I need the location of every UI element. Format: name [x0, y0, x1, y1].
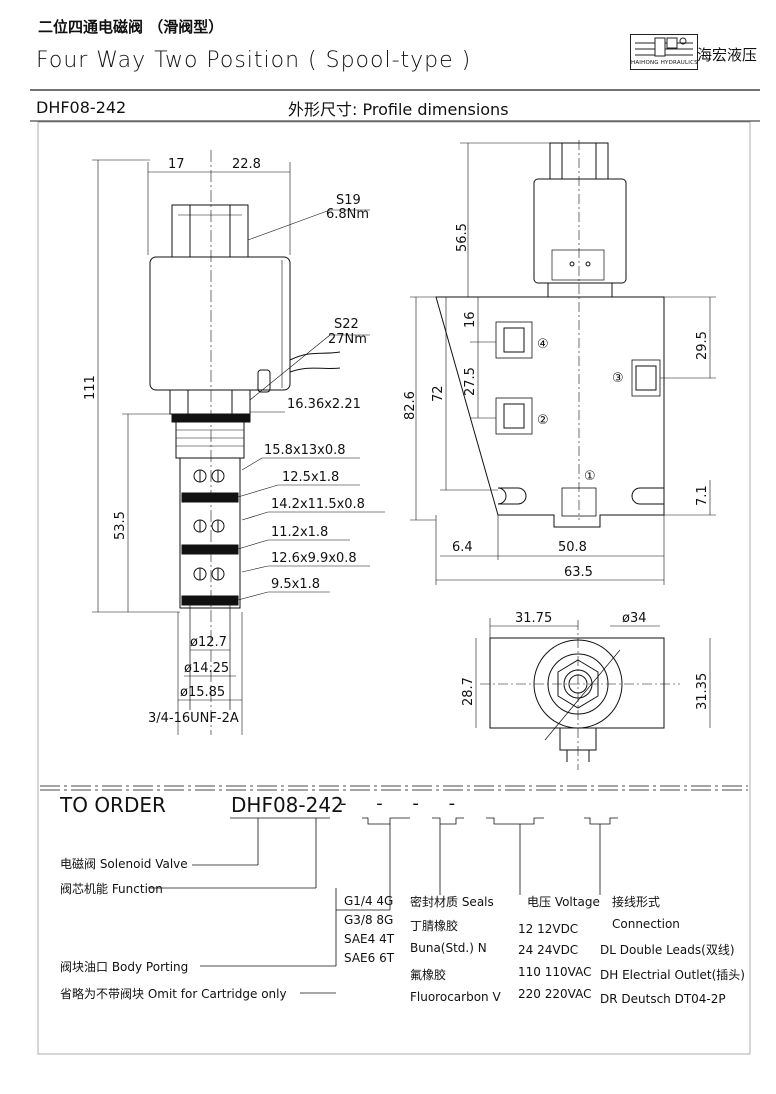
dim-16: 16: [463, 311, 478, 328]
order-placeholders: - - - -: [340, 793, 468, 814]
voltage-option: 24 24VDC: [518, 943, 579, 957]
seal-option: Fluorocarbon V: [410, 990, 501, 1004]
seal-option: Buna(Std.) N: [410, 941, 487, 955]
dim-31-35: 31.35: [695, 673, 710, 710]
oring-12-6: 12.6x9.9x0.8: [271, 551, 357, 566]
dim-27-5: 27.5: [463, 367, 478, 396]
to-order-title: TO ORDER: [60, 793, 166, 817]
dim-6-4: 6.4: [452, 540, 473, 555]
order-code: DHF08-242: [231, 793, 344, 817]
dim-111: 111: [83, 375, 98, 400]
front-view: [410, 140, 716, 585]
dim-7-1: 7.1: [695, 485, 710, 506]
dia-14-25: ø14.25: [184, 661, 229, 676]
dim-82-6: 82.6: [403, 391, 418, 420]
body-porting-label: 阀块油口 Body Porting: [60, 960, 189, 974]
voltage-option: 110 110VAC: [518, 965, 592, 979]
dia-15-85: ø15.85: [180, 685, 225, 700]
order-section: [40, 785, 748, 994]
connection-option: DL Double Leads(双线): [600, 943, 735, 957]
company-logo: [630, 34, 698, 70]
hex-nut-size: S22: [334, 317, 359, 332]
dia-34: ø34: [622, 611, 647, 626]
dim-17: 17: [168, 157, 185, 172]
solenoid-valve-label: 电磁阀 Solenoid Valve: [60, 857, 188, 871]
port-2-label: ②: [537, 413, 549, 428]
model-number: DHF08-242: [36, 98, 127, 117]
oring-11-2: 11.2x1.8: [271, 525, 328, 540]
dim-72: 72: [431, 385, 446, 402]
oring-15-8: 15.8x13x0.8: [264, 443, 346, 458]
omit-label: 省略为不带阀块 Omit for Cartridge only: [60, 987, 287, 1001]
connection-option: DR Deutsch DT04-2P: [600, 992, 726, 1006]
dim-22-8: 22.8: [232, 157, 261, 172]
connection-title-en: Connection: [612, 917, 680, 931]
hex-top-size: S19: [336, 193, 361, 208]
title-en: Four Way Two Position ( Spool-type ): [36, 48, 472, 73]
profile-heading: 外形尺寸: Profile dimensions: [288, 100, 509, 119]
oring-12-5: 12.5x1.8: [282, 470, 339, 485]
oring-9-5: 9.5x1.8: [271, 577, 320, 592]
voltage-option: 220 220VAC: [518, 987, 592, 1001]
bottom-view: [475, 618, 711, 770]
logo-cn: 海宏液压: [697, 46, 758, 64]
oring-16-36: 16.36x2.21: [287, 397, 361, 412]
hex-top-torque: 6.8Nm: [326, 207, 369, 222]
seals-title: 密封材质 Seals: [410, 895, 494, 909]
seal-option: 丁腈橡胶: [410, 919, 459, 933]
port-option: G3/8 8G: [344, 913, 394, 927]
connection-title-cn: 接线形式: [612, 895, 661, 909]
dim-31-75: 31.75: [515, 611, 552, 626]
dia-12-7: ø12.7: [190, 635, 227, 650]
drawing-frame: [37, 121, 751, 1055]
oring-14-2: 14.2x11.5x0.8: [271, 497, 365, 512]
port-3-label: ③: [612, 371, 624, 386]
dim-29-5: 29.5: [695, 331, 710, 360]
logo-en: HAIHONG HYDRAULICS: [631, 60, 698, 66]
seal-option: 氟橡胶: [410, 968, 447, 982]
voltage-title: 电压 Voltage: [527, 895, 600, 909]
port-option: G1/4 4G: [344, 894, 394, 908]
side-view: [92, 150, 385, 735]
dim-56-5: 56.5: [455, 223, 470, 252]
port-4-label: ④: [537, 337, 549, 352]
dim-63-5: 63.5: [564, 565, 593, 580]
port-option: SAE4 4T: [344, 932, 395, 946]
thread-spec: 3/4-16UNF-2A: [148, 711, 239, 726]
dim-53-5: 53.5: [113, 511, 128, 540]
hex-nut-torque: 27Nm: [328, 332, 367, 347]
port-option: SAE6 6T: [344, 951, 395, 965]
function-label: 阀芯机能 Function: [60, 882, 163, 896]
dim-28-7: 28.7: [461, 677, 476, 706]
dim-50-8: 50.8: [558, 540, 587, 555]
port-1-label: ①: [584, 469, 596, 484]
title-cn: 二位四通电磁阀 （滑阀型）: [38, 18, 224, 36]
logo-icon: [635, 37, 693, 57]
connection-option: DH Electrial Outlet(插头): [600, 968, 745, 982]
voltage-option: 12 12VDC: [518, 922, 579, 936]
